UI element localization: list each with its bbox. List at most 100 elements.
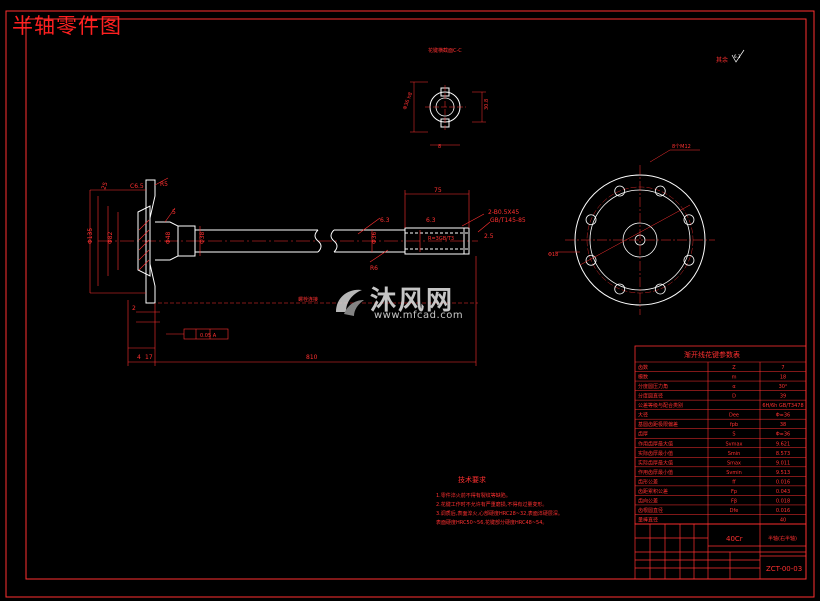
section-title: 花键横截面C-C: [428, 47, 462, 54]
svg-text:8个M12: 8个M12: [672, 144, 691, 150]
svg-text:2: 2: [132, 305, 136, 312]
watermark-brand: 沐风网: [370, 286, 455, 316]
roughness-symbol: 其余 6.3: [716, 49, 745, 64]
svg-text:GB/T145-85: GB/T145-85: [490, 217, 526, 224]
svg-text:30.8: 30.8: [484, 99, 490, 110]
param-value: 0.016: [776, 508, 790, 514]
param-symbol: Smin: [728, 451, 741, 457]
svg-text:Φ36 h8: Φ36 h8: [402, 91, 414, 110]
svg-text:5: 5: [172, 209, 176, 216]
svg-text:R5: R5: [160, 181, 168, 188]
svg-text:R=3GB/T3: R=3GB/T3: [428, 236, 454, 242]
param-symbol: Fp: [731, 489, 737, 495]
param-symbol: Fβ: [731, 498, 737, 504]
svg-text:Φ38: Φ38: [199, 231, 206, 244]
param-value: 30°: [779, 384, 788, 390]
page-title: 半轴零件图: [12, 14, 122, 38]
svg-text:0.05 A: 0.05 A: [200, 333, 217, 339]
param-name: 实际齿厚最小值: [638, 450, 673, 457]
svg-text:4: 4: [137, 354, 141, 361]
svg-text:Φ48: Φ48: [165, 231, 172, 244]
title-drawing-no: ZCT-00-03: [766, 565, 802, 573]
svg-text:6.3: 6.3: [734, 54, 741, 59]
param-value: 6H/6h GB/T3478: [762, 403, 803, 409]
param-symbol: fpb: [730, 422, 738, 428]
svg-text:螺栓连接: 螺栓连接: [298, 296, 318, 303]
param-symbol: m: [732, 375, 737, 381]
svg-text:75: 75: [434, 187, 442, 194]
param-symbol: ff: [732, 479, 736, 485]
param-value: 38: [780, 422, 786, 428]
tech-req-heading: 技术要求: [458, 475, 486, 484]
outer-frame: [5, 10, 815, 598]
watermark: 沐风网 www.mfcad.com: [330, 278, 500, 324]
param-value: 0.043: [776, 489, 790, 495]
bolt-hole: [585, 254, 597, 266]
shaft-side-view: [98, 179, 478, 304]
title-block: 40Cr 半轴(右半轴) ZCT-00-03: [634, 523, 807, 580]
param-value: 39: [780, 394, 786, 400]
flange-face-view: 8个M12 Φ18: [548, 144, 715, 315]
param-symbol: Svmin: [726, 470, 742, 476]
svg-text:6.3: 6.3: [380, 217, 390, 224]
param-name: 实际齿厚最大值: [638, 459, 673, 466]
param-symbol: Smax: [727, 460, 741, 466]
watermark-url: www.mfcad.com: [374, 310, 464, 321]
title-part-name: 半轴(右半轴): [768, 535, 797, 542]
param-value: 0.018: [776, 498, 790, 504]
param-name: 齿数: [638, 364, 648, 371]
param-name: 齿厚: [638, 432, 648, 438]
param-name: 齿向公差: [638, 497, 658, 504]
param-name: 分度圆压力角: [638, 383, 668, 390]
inner-frame: [25, 18, 807, 580]
tech-requirements: 技术要求 1.零件淬火前不得有裂纹等缺陷。 2.花键工作时不允许有严重磨损,不得…: [436, 475, 563, 526]
param-value: 8.573: [776, 451, 790, 457]
bolt-hole: [614, 283, 626, 295]
param-value: 18: [780, 375, 786, 381]
svg-text:6.3: 6.3: [426, 217, 436, 224]
param-name: 大径: [638, 412, 648, 419]
title-material: 40Cr: [726, 535, 743, 543]
bolt-hole: [683, 214, 695, 226]
param-symbol: Z: [732, 365, 736, 371]
svg-text:Φ135: Φ135: [87, 228, 94, 244]
tech-req-line-3: 3.调质后,表面淬火,心部硬度HRC28~32,表面淬硬层深。: [436, 510, 563, 517]
bolt-hole: [654, 283, 666, 295]
param-table-heading: 渐开线花键参数表: [684, 350, 740, 359]
tech-req-line-2: 2.花键工作时不允许有严重磨损,不得有过量变形。: [436, 501, 547, 508]
svg-text:Φ36: Φ36: [371, 231, 378, 244]
section-view: 花键横截面C-C Φ36 h8 30.8 8: [402, 47, 490, 150]
param-symbol: Dfe: [730, 508, 739, 514]
bolt-hole: [654, 185, 666, 197]
svg-text:810: 810: [306, 354, 318, 361]
svg-text:Φ18: Φ18: [548, 252, 558, 258]
param-name: 齿根圆直径: [638, 507, 663, 514]
bolt-hole: [585, 214, 597, 226]
param-name: 作用齿厚最小值: [638, 469, 673, 476]
bolt-hole: [683, 254, 695, 266]
param-name: 量棒直径: [638, 517, 658, 524]
svg-text:2-B0.5X45: 2-B0.5X45: [488, 209, 519, 216]
param-name: 公差等级与配合类别: [638, 402, 683, 409]
param-value: 9.621: [776, 441, 790, 447]
param-symbol: Svmax: [725, 441, 742, 447]
param-value: 40: [780, 518, 786, 524]
param-symbol: α: [732, 384, 736, 390]
dimension-lines: [89, 177, 491, 366]
tech-req-line-4: 表面硬度HRC50~56,花键部分硬度HRC48~54。: [436, 519, 547, 526]
bolt-hole: [614, 185, 626, 197]
tech-req-line-1: 1.零件淬火前不得有裂纹等缺陷。: [436, 492, 511, 499]
svg-text:2.5: 2.5: [484, 233, 494, 240]
param-value: Φ=36: [776, 413, 791, 419]
svg-text:C6.5: C6.5: [130, 183, 144, 190]
watermark-logo-icon: [336, 289, 364, 316]
svg-text:25: 25: [100, 181, 109, 191]
param-name: 基圆齿距极限偏差: [638, 421, 678, 428]
svg-text:8: 8: [438, 144, 441, 150]
param-name: 作用齿厚最大值: [638, 440, 673, 447]
param-name: 齿形公差: [638, 478, 658, 485]
param-symbol: D: [732, 394, 736, 400]
param-value: Φ=36: [776, 432, 791, 438]
